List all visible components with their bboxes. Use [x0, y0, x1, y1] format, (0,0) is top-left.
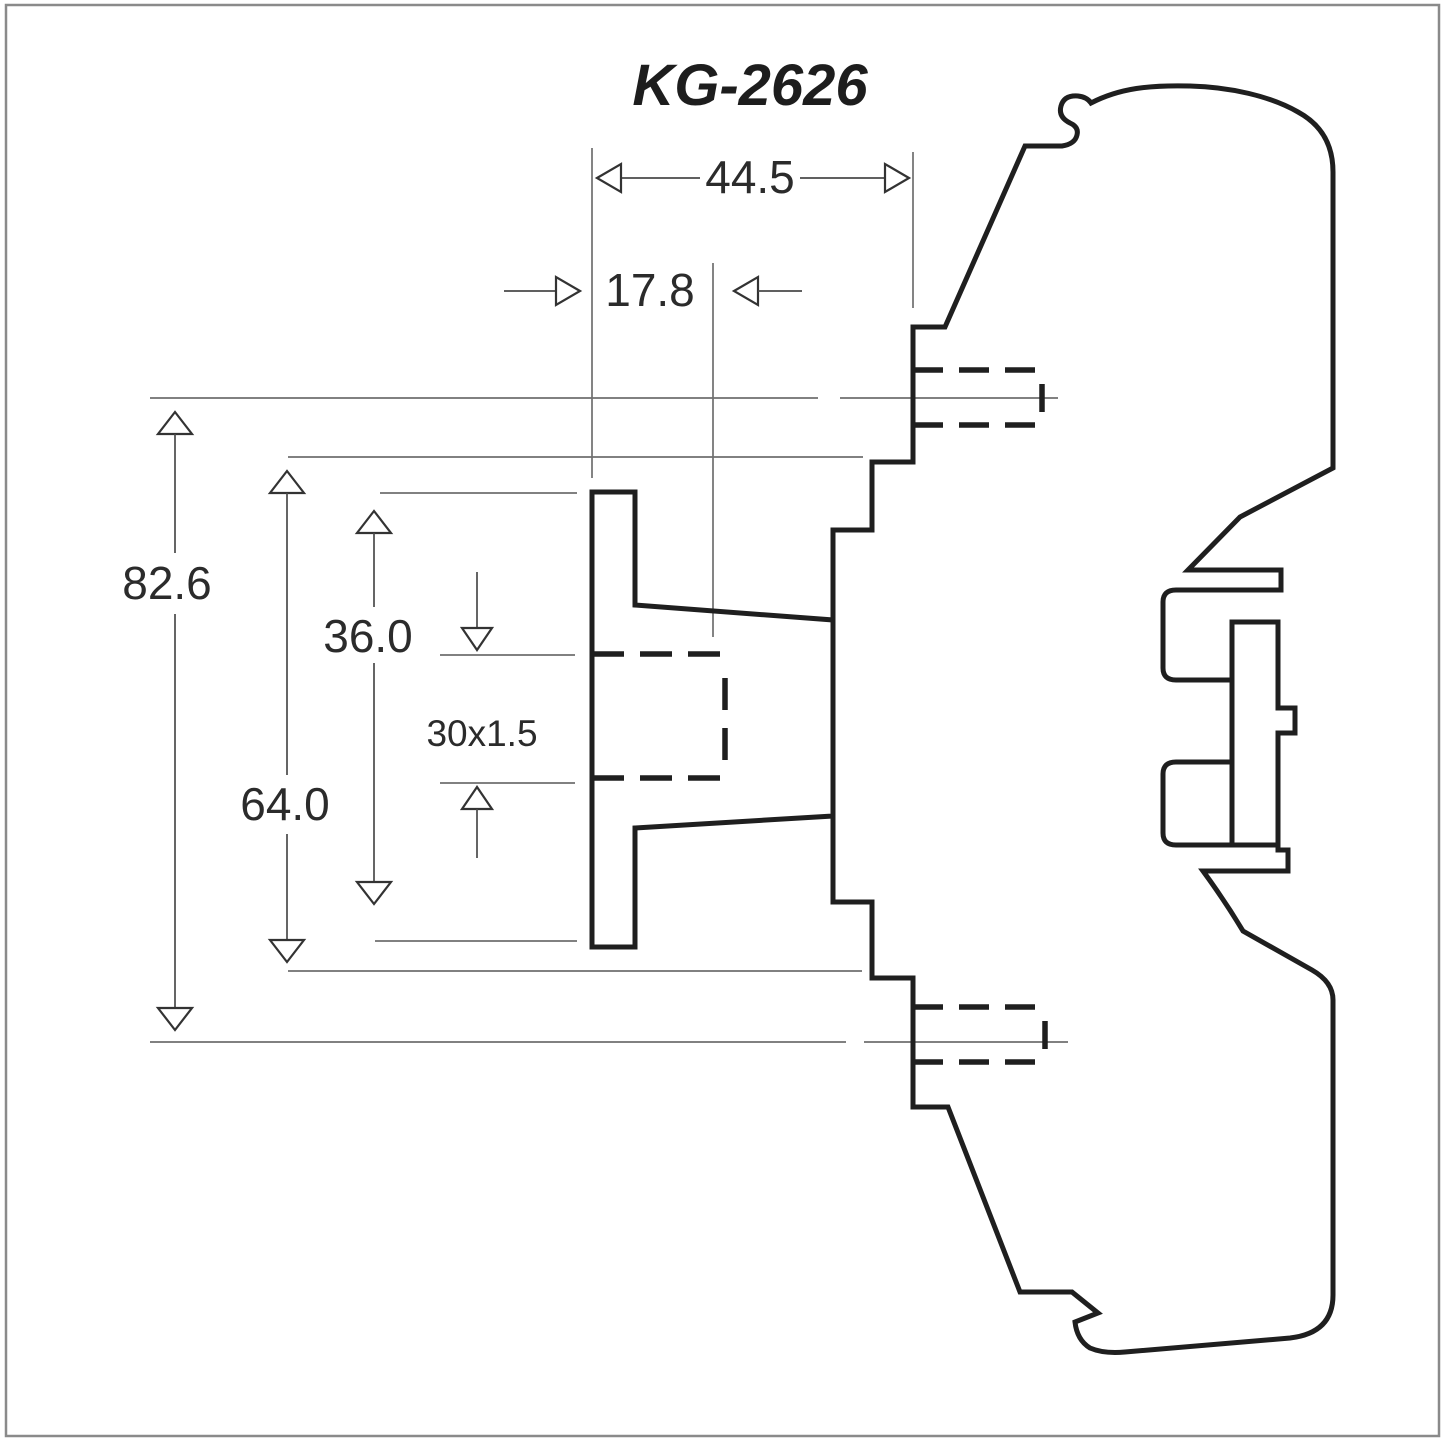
dim-overall-width: 44.5 [594, 151, 912, 203]
arrow-down-icon [155, 1006, 195, 1032]
dim-value-bolt-spacing: 82.6 [122, 557, 212, 609]
arrow-left-icon [731, 275, 760, 307]
dim-value-thread-spec: 30x1.5 [426, 713, 537, 754]
arrow-up-icon [459, 785, 495, 811]
arrow-up-icon [354, 509, 394, 535]
dim-value-overall-width: 44.5 [705, 151, 795, 203]
arrow-up-icon [155, 410, 195, 436]
dim-flange-height: 36.0 [323, 509, 413, 906]
dim-hub-depth: 17.8 [504, 264, 802, 316]
part-outlines [589, 83, 1336, 1355]
arrow-left-icon [594, 162, 623, 194]
arrow-right-icon [883, 162, 912, 194]
arrow-up-icon [267, 469, 307, 495]
dim-bolt-spacing: 82.6 [122, 410, 212, 1032]
dim-value-flange-height: 36.0 [323, 610, 413, 662]
cam-block-outline [1229, 619, 1298, 848]
dim-value-step-height: 64.0 [240, 778, 330, 830]
arrow-right-icon [554, 275, 583, 307]
body-outline [830, 83, 1336, 1355]
lower-cutout-outline [1160, 759, 1232, 848]
drawing-frame [4, 3, 1441, 1438]
arrow-down-icon [459, 626, 495, 652]
dim-step-height: 64.0 [240, 469, 330, 964]
drawing-title: KG-2626 [632, 53, 868, 118]
arrow-down-icon [354, 880, 394, 906]
extension-lines [150, 148, 1068, 1043]
dim-thread-spec: 30x1.5 [426, 572, 538, 858]
arrow-down-icon [267, 938, 307, 964]
dim-value-hub-depth: 17.8 [605, 264, 695, 316]
hidden-lines [592, 367, 1048, 1065]
